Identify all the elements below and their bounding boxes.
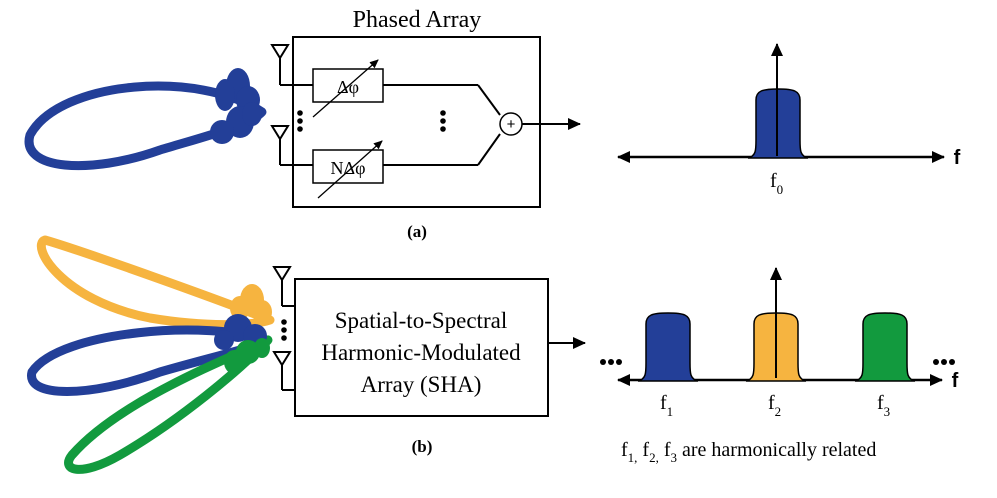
ellipsis-dots-b [281,319,287,341]
spectral-peak-f3 [854,312,916,382]
sha-block-line3: Array (SHA) [361,372,482,397]
sha-block-line1: Spatial-to-Spectral [335,308,507,333]
antenna-icon-a2 [270,125,290,165]
panel-b: Spatial-to-Spectral Harmonic-Modulated A… [27,235,959,474]
ellipsis-dots-mid-a [440,110,446,132]
panel-a: Phased Array Δφ [24,7,961,241]
spectrum-a: f f0 [617,43,961,197]
beam-pattern-b [27,235,275,474]
ellipsis-dots-spectrum-left [600,359,622,365]
antenna-icon-b2 [272,351,295,391]
caption-a: (a) [407,222,427,241]
antenna-icon-a1 [270,44,290,85]
beam-lobe-blue-a [24,81,267,171]
axis-label-f-a: f [954,147,961,169]
harmonic-relation-note: f1, f2, f3 are harmonically related [621,439,876,465]
caption-b: (b) [412,437,433,456]
beam-lobe-green [64,335,273,474]
side-lobes-b [214,284,272,374]
freq-label-f3: f3 [877,392,890,419]
phase-shifter-1: Δφ [312,59,384,118]
spectral-peak-f1 [637,312,699,382]
antenna-icon-b1 [272,266,295,307]
beam-lobe-blue-b [27,325,270,396]
side-lobes-a [210,68,262,144]
beam-lobe-orange [36,235,275,330]
feed-lines-a [280,84,501,166]
freq-label-f2: f2 [768,392,781,419]
freq-label-f1: f1 [660,392,673,419]
beam-pattern-a [24,68,267,171]
axis-label-f-b: f [952,370,959,392]
summer-symbol: + [507,116,516,133]
phased-array-title: Phased Array [353,7,482,33]
phased-array-box [292,36,541,208]
summer-node: + [499,112,523,136]
sha-block-line2: Harmonic-Modulated [321,340,521,365]
spectrum-b: f f1 f2 f3 [600,267,959,419]
ellipsis-dots-spectrum-right [933,359,955,365]
ellipsis-dots-left-a [297,110,303,132]
freq-label-f0: f0 [770,170,783,197]
phase-shifter-n: NΔφ [312,140,384,199]
sha-block [294,278,549,417]
